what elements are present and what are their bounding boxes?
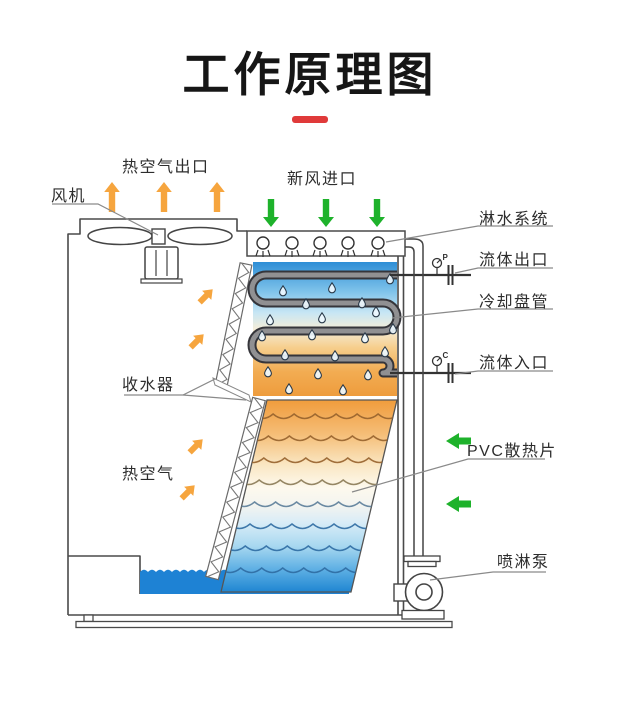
spray-riser-pipe — [405, 238, 424, 556]
label-hot-air: 热空气 — [122, 466, 175, 483]
hot-air-up-arrows — [104, 182, 225, 212]
label-fluid-inlet: 流体入口 — [479, 355, 550, 372]
left-arrow-icon — [446, 433, 471, 449]
label-fluid-outlet: 流体出口 — [479, 252, 550, 269]
gauge-mark: C — [443, 351, 449, 360]
label-hot-air-outlet: 热空气出口 — [122, 159, 210, 176]
up-arrow-icon — [209, 182, 225, 212]
temperature-gauge-icon: C — [431, 351, 449, 373]
fluid-outlet-pipe: P — [390, 253, 471, 285]
spray-nozzle-icon — [370, 236, 386, 257]
spray-header — [246, 230, 406, 257]
page-title: 工作原理图 — [182, 48, 438, 101]
air-inlet-side-arrows — [446, 433, 471, 512]
hot-air-flow-arrows — [179, 289, 213, 501]
spray-nozzle-icon — [284, 236, 300, 257]
label-spray-pump: 喷淋泵 — [497, 554, 550, 571]
drift-eliminator-lower — [204, 396, 267, 581]
drift-eliminator-upper — [214, 262, 253, 388]
leader-lines — [52, 203, 553, 581]
fan-assembly — [87, 226, 233, 284]
base-frame — [75, 614, 453, 629]
label-spray-system: 淋水系统 — [479, 211, 550, 228]
diagonal-arrow-icon — [187, 439, 203, 455]
fan-motor — [140, 246, 183, 284]
pressure-gauge-icon: P — [431, 253, 449, 275]
water-droplets — [258, 272, 397, 396]
left-arrow-icon — [446, 496, 471, 512]
down-arrow-icon — [263, 199, 279, 227]
up-arrow-icon — [104, 182, 120, 212]
spray-pump — [393, 555, 445, 620]
title-accent-dash — [292, 116, 328, 123]
label-pvc-fins: PVC散热片 — [467, 443, 557, 460]
diagonal-arrow-icon — [179, 485, 195, 501]
diagonal-arrow-icon — [188, 334, 204, 350]
fresh-air-down-arrows — [263, 199, 385, 227]
spray-nozzle-icon — [255, 236, 271, 257]
label-cooling-coil: 冷却盘管 — [479, 294, 550, 311]
down-arrow-icon — [318, 199, 334, 227]
label-water-collector: 收水器 — [122, 377, 175, 394]
diagonal-arrow-icon — [197, 289, 213, 305]
label-fan: 风机 — [51, 188, 87, 205]
up-arrow-icon — [156, 182, 172, 212]
spray-nozzle-icon — [340, 236, 356, 257]
fan-hub — [151, 228, 166, 245]
fluid-inlet-pipe: C — [390, 351, 471, 383]
down-arrow-icon — [369, 199, 385, 227]
spray-nozzle-icon — [312, 236, 328, 257]
label-fresh-air-inlet: 新风进口 — [287, 171, 358, 188]
coil-serpentine — [247, 270, 402, 378]
gauge-mark: P — [443, 253, 449, 262]
